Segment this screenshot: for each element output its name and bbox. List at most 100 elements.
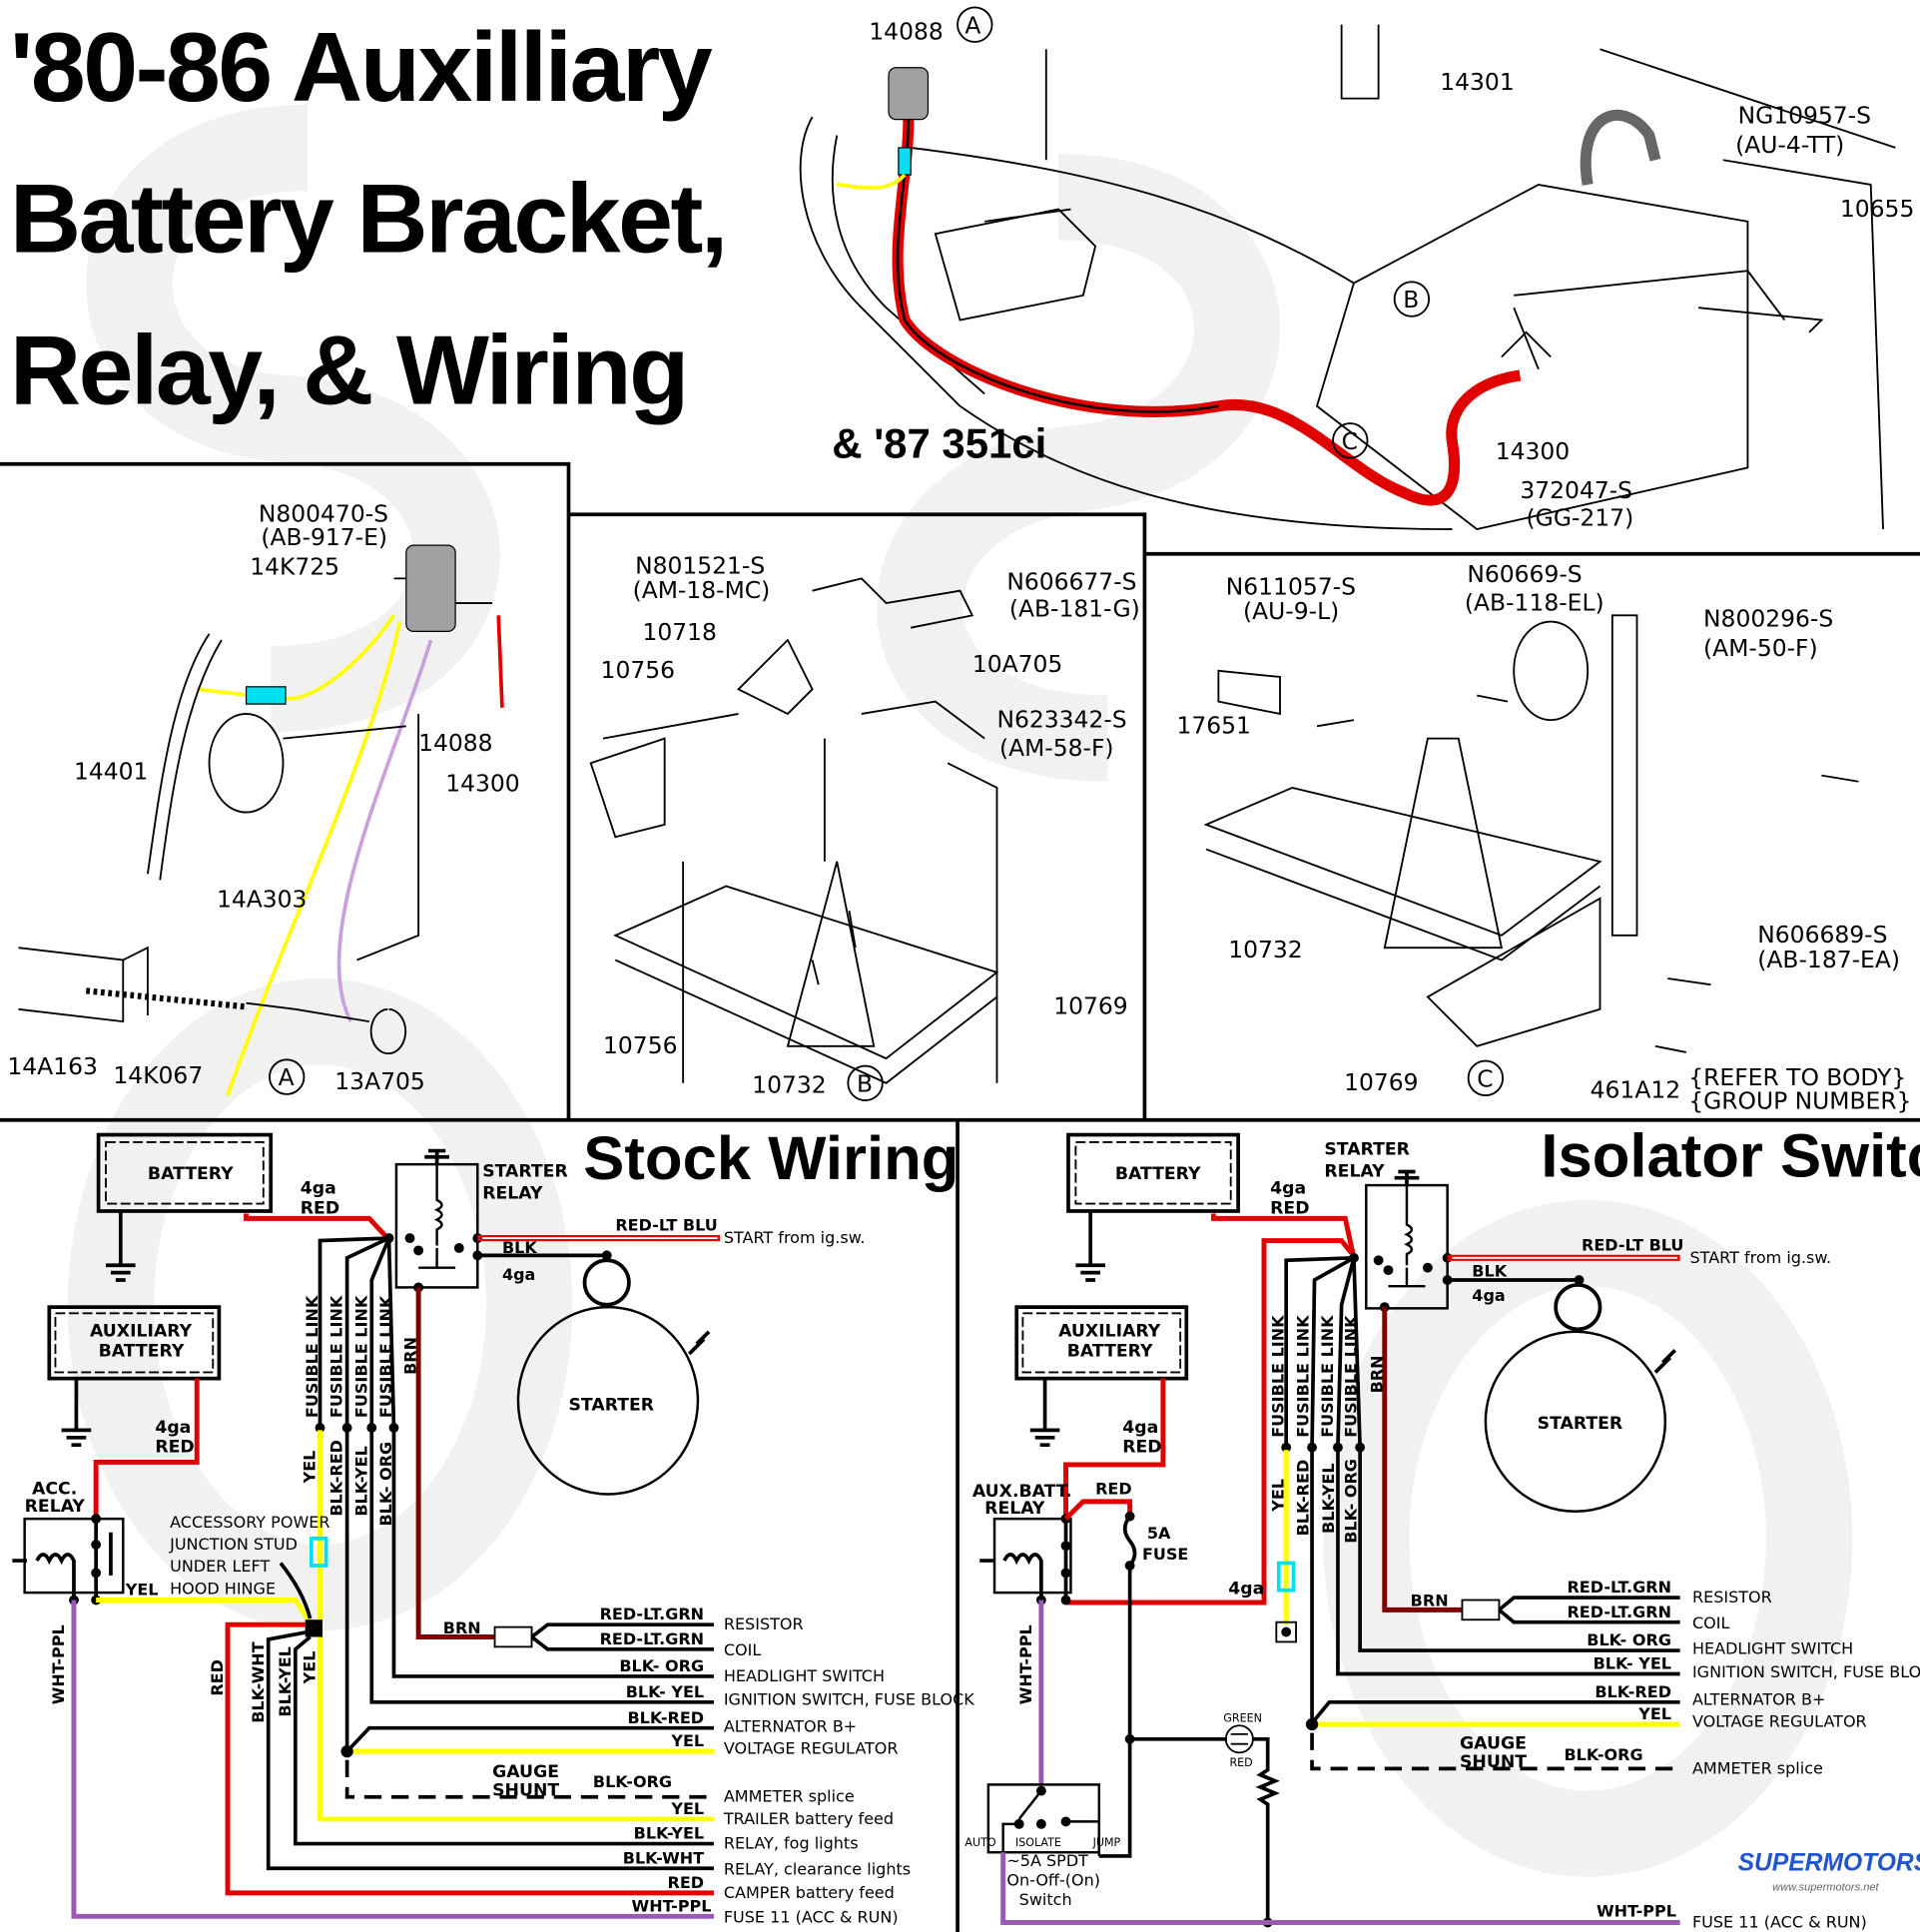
wire-label: BLK- YEL [1594,1654,1671,1673]
logo-url: www.supermotors.net [1772,1881,1879,1893]
callout-a: A [964,11,980,39]
wire-gauge-label: 4ga [1472,1286,1505,1305]
part-label: N606677-S [1006,567,1136,595]
wire-color-label: RED [155,1438,194,1458]
fusible-link-label: FUSIBLE LINK [1269,1315,1288,1438]
callout-b: B [857,1069,873,1097]
wire-label: BLK- ORG [619,1656,704,1675]
circuit-destination: RESISTOR [1692,1588,1772,1607]
part-label: (AU-4-TT) [1735,131,1844,159]
wire-label: RED-LT BLU [1582,1235,1683,1254]
fusible-link-label: FUSIBLE LINK [1318,1315,1337,1438]
wire-color-label: RED [1122,1438,1161,1458]
wire-label: BLK- ORG [1587,1630,1671,1649]
panel-a-relay-wiring: N800470-S (AB-917-E) 14K725 14401 14088 … [7,500,520,1096]
callout-a: A [279,1063,295,1091]
switch-description: Switch [1019,1890,1072,1909]
callout-c: C [1477,1064,1493,1092]
wire-label: RED-LT.GRN [600,1605,705,1623]
part-label: (GG-217) [1527,503,1634,531]
wire-label: YEL [301,1651,320,1685]
part-label: N623342-S [996,706,1126,734]
starter-motor [516,1305,700,1496]
part-label: 372047-S [1520,476,1632,504]
title-line-1: '80-86 Auxilliary [10,12,713,122]
starter-relay-label: STARTER [1324,1139,1410,1159]
part-label: (AM-50-F) [1703,634,1818,662]
wire-label: BLK-YEL [1319,1463,1338,1533]
circuit-destination: IGNITION SWITCH, FUSE BLOCK [1692,1662,1920,1681]
circuit-destination: FUSE 11 (ACC & RUN) [1692,1912,1867,1931]
isolator-spdt-switch[interactable] [986,1783,1101,1854]
wire-label: YEL [125,1581,159,1600]
circuit-destination: TRAILER battery feed [723,1809,894,1828]
fusible-link-label: FUSIBLE LINK [1293,1315,1312,1438]
part-label: 10769 [1344,1068,1418,1096]
part-label: 14K067 [113,1061,203,1089]
switch-description: ~5A SPDT [1006,1851,1088,1870]
callout-b: B [1403,286,1419,314]
wire-label: BLK- YEL [626,1682,704,1701]
led-label: RED [1229,1756,1252,1769]
battery-label: BATTERY [148,1164,234,1184]
circuit-destination: START from ig.sw. [724,1228,866,1247]
aux-batt-relay [992,1517,1072,1595]
logo-text: SUPERMOTORS [1738,1850,1920,1877]
part-note: {GROUP NUMBER} [1688,1087,1911,1115]
stock-heading: Stock Wiring [583,1124,959,1193]
fusible-link-label: FUSIBLE LINK [376,1295,395,1418]
stock-circuit-list: RED-LT.GRN RESISTOR RED-LT.GRN COIL BLK-… [593,1605,974,1926]
circuit-destination: START from ig.sw. [1689,1248,1831,1267]
wire-label: BLK-RED [327,1440,346,1517]
part-label: (AU-9-L) [1243,597,1339,625]
wire-label: YEL [670,1731,704,1750]
junction-note: ACCESSORY POWER [170,1513,329,1532]
wire-label: YEL [301,1451,320,1485]
wire-label: BLK-YEL [634,1824,704,1843]
part-label: (AB-187-EA) [1757,946,1900,973]
junction-stud [305,1619,322,1637]
isolator-circuit-list: RED-LT.GRN RESISTOR RED-LT.GRN COIL BLK-… [1564,1578,1920,1931]
circuit-destination: AMMETER splice [724,1787,855,1806]
wire-label: RED-LT.GRN [1567,1578,1671,1597]
wire-label: BLK-WHT [249,1641,268,1722]
panel-b-bracket: N801521-S (AM-18-MC) N606677-S (AB-181-G… [589,551,1140,1101]
wire-label: BRN [1367,1355,1386,1393]
part-label: 10756 [601,656,675,684]
part-label: 14300 [1496,437,1570,465]
wire-label: BLK-YEL [351,1446,370,1516]
title-line-3: Relay, & Wiring [10,315,687,424]
part-label: N800470-S [259,500,388,528]
circuit-destination: ALTERNATOR B+ [724,1716,857,1735]
circuit-destination: IGNITION SWITCH, FUSE BLOCK [724,1689,974,1708]
wire-label: BLK-ORG [593,1772,672,1791]
part-label: 14301 [1440,68,1514,96]
supermotors-logo: SUPERMOTORS www.supermotors.net [1738,1850,1920,1894]
aux-battery-label: BATTERY [99,1341,185,1361]
junction-note: HOOD HINGE [170,1579,276,1598]
fusible-link-label: FUSIBLE LINK [351,1295,370,1418]
wire-gauge-label: 4ga [1270,1179,1306,1199]
wire-label: RED [668,1873,705,1892]
fusible-link-label: FUSIBLE LINK [303,1295,321,1418]
wire-label: YEL [670,1799,704,1818]
wire-gauge-label: 4ga [1122,1418,1158,1438]
resistor-connector [1461,1599,1501,1621]
aux-battery-label: AUXILIARY [1058,1322,1161,1342]
aux-battery-label: AUXILIARY [90,1322,193,1342]
starter-relay-label: STARTER [482,1161,568,1181]
part-label: 13A705 [334,1067,424,1095]
wire-label: BLK- ORG [1341,1459,1360,1544]
wire-label: YEL [1637,1704,1671,1723]
aux-relay-label: AUX.BATT. [972,1482,1072,1502]
fuse-label: 5A [1147,1524,1171,1543]
terminal-capped [1275,1620,1297,1643]
wire-label: BLK [1472,1261,1507,1280]
part-label: N801521-S [635,551,765,579]
circuit-destination: RELAY, fog lights [724,1834,859,1853]
wire-label: BLK-WHT [623,1848,704,1867]
wire-label: WHT-PPL [632,1896,712,1915]
wire-label: BLK-YEL [276,1646,295,1716]
wire-color-label: RED [1270,1198,1309,1218]
